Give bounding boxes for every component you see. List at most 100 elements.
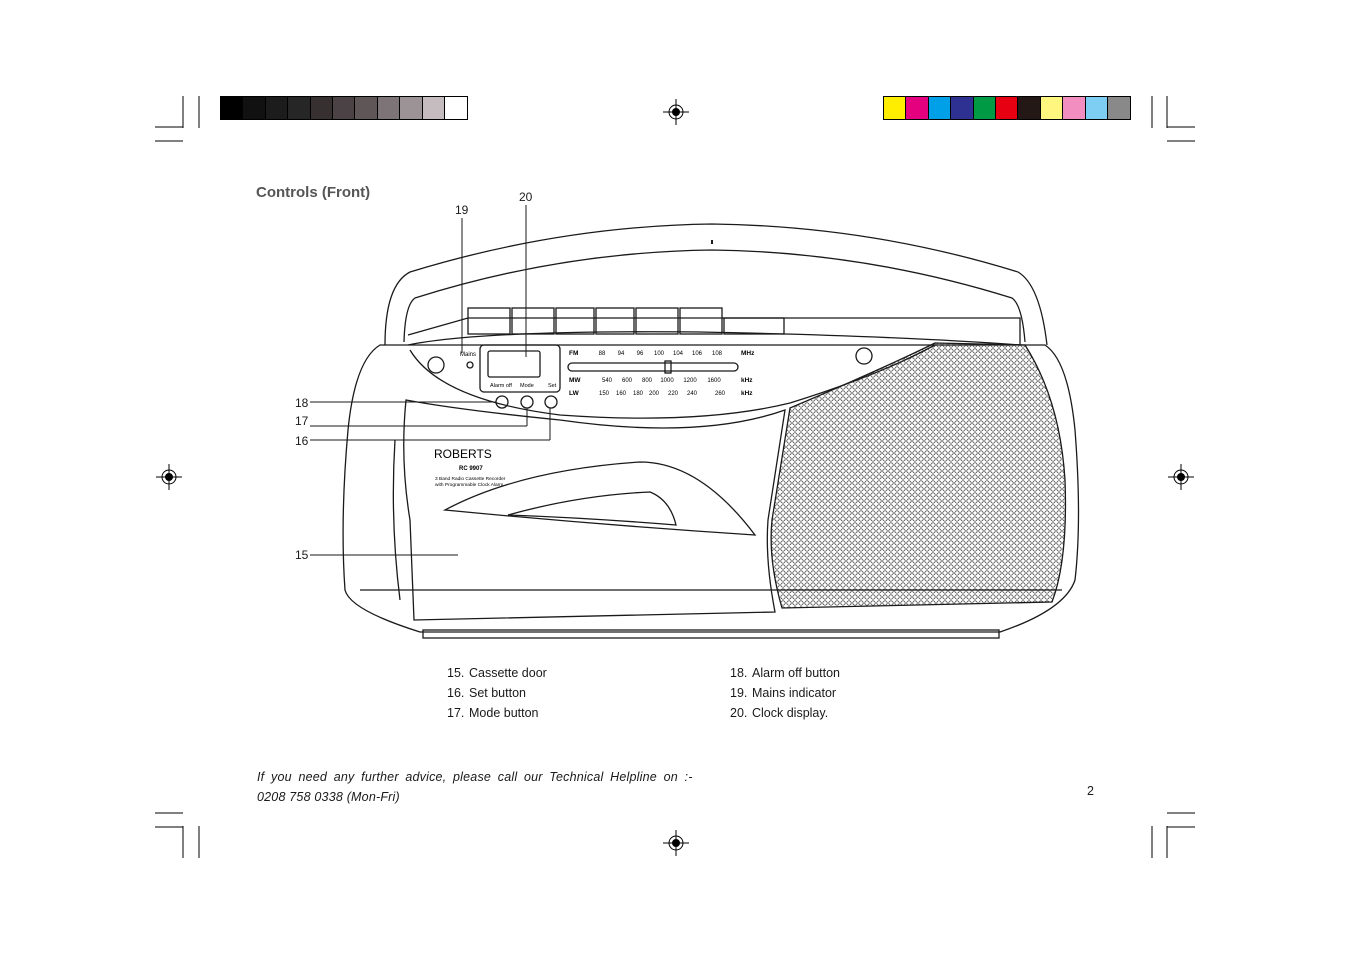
callout-17: 17 — [295, 414, 309, 428]
radio-body — [342, 344, 1080, 633]
legend-item-16: 16.Set button — [447, 686, 526, 700]
grayscale-swatch-1 — [243, 97, 266, 119]
deck-keys — [467, 307, 785, 335]
lw-band-label: LW — [569, 390, 580, 397]
alarm-off-label: Alarm off — [490, 383, 512, 389]
color-swatch-6 — [1018, 97, 1041, 119]
fm-tick-108: 108 — [712, 351, 723, 357]
color-swatch-8 — [1063, 97, 1086, 119]
mw-tick-1200: 1200 — [683, 378, 697, 384]
color-swatch-3 — [951, 97, 974, 119]
callout-19: 19 — [455, 203, 469, 217]
grayscale-swatch-7 — [377, 97, 401, 119]
registration-mark-top — [663, 99, 689, 125]
clock-display — [487, 350, 541, 378]
mw-tick-800: 800 — [642, 378, 653, 384]
lw-tick-150: 150 — [599, 391, 610, 397]
lw-unit-label: kHz — [741, 390, 753, 397]
model-label: RC 9907 — [459, 466, 483, 472]
lw-tick-260: 260 — [715, 391, 726, 397]
page-heading: Controls (Front) — [256, 184, 371, 201]
cassette-window — [442, 461, 757, 536]
speaker-grille — [770, 342, 1067, 609]
grayscale-swatch-2 — [265, 97, 289, 119]
mw-tick-1600: 1600 — [707, 378, 721, 384]
registration-mark-left — [156, 464, 182, 490]
mode-button-shape — [520, 395, 534, 409]
description-line-1: 3 Band Radio Cassette Recorder — [435, 476, 506, 482]
fm-tick-106: 106 — [692, 351, 703, 357]
mw-tick-1000: 1000 — [660, 378, 674, 384]
color-swatch-10 — [1107, 97, 1131, 119]
grayscale-bar — [220, 96, 469, 120]
grayscale-swatch-3 — [288, 97, 311, 119]
fm-tick-100: 100 — [654, 351, 665, 357]
left-knob — [427, 356, 445, 374]
color-swatch-4 — [973, 97, 996, 119]
mw-tick-540: 540 — [602, 378, 613, 384]
color-swatch-0 — [884, 97, 907, 119]
legend-item-19: 19.Mains indicator — [730, 686, 837, 700]
lw-tick-220: 220 — [668, 391, 679, 397]
legend-item-18: 18.Alarm off button — [730, 666, 841, 680]
grayscale-swatch-5 — [332, 97, 356, 119]
tuning-pointer — [664, 360, 672, 374]
grayscale-swatch-6 — [355, 97, 378, 119]
fm-band-label: FM — [569, 350, 578, 357]
color-swatch-5 — [995, 97, 1019, 119]
mode-label: Mode — [520, 383, 534, 389]
callout-15: 15 — [295, 548, 309, 562]
set-button-shape — [544, 395, 558, 409]
callout-16: 16 — [295, 434, 309, 448]
mains-indicator-led — [466, 361, 474, 369]
clock-panel — [479, 344, 561, 393]
legend-item-17: 17.Mode button — [447, 706, 539, 720]
brand-logo: ROBERTS — [434, 447, 492, 461]
mw-unit-label: kHz — [741, 377, 753, 384]
color-swatch-9 — [1085, 97, 1108, 119]
callout-lines — [310, 205, 551, 556]
set-label: Set — [548, 383, 557, 389]
mains-label: Mains — [460, 352, 476, 358]
color-bar — [883, 96, 1132, 120]
callout-20: 20 — [519, 190, 533, 204]
fm-tick-94: 94 — [618, 351, 625, 357]
fm-unit-label: MHz — [741, 350, 755, 357]
legend-item-20: 20.Clock display. — [730, 706, 829, 720]
right-knob — [855, 347, 873, 365]
lw-tick-180: 180 — [633, 391, 644, 397]
page-number: 2 — [1087, 784, 1094, 798]
grayscale-swatch-4 — [310, 97, 333, 119]
fm-scale-ticks: 88 94 96 100 104 106 108 — [599, 351, 723, 357]
mw-tick-600: 600 — [622, 378, 633, 384]
color-swatch-2 — [928, 97, 952, 119]
color-swatch-7 — [1040, 97, 1064, 119]
grayscale-swatch-0 — [221, 97, 244, 119]
lw-tick-240: 240 — [687, 391, 698, 397]
registration-mark-bottom — [663, 830, 689, 856]
description-line-2: with Programmable Clock Alarm — [435, 482, 503, 488]
tuning-scale — [567, 362, 739, 372]
lw-tick-160: 160 — [616, 391, 627, 397]
cassette-door — [403, 399, 786, 621]
callout-18: 18 — [295, 396, 309, 410]
fm-tick-88: 88 — [599, 351, 606, 357]
mw-scale-ticks: 540 600 800 1000 1200 1600 — [602, 378, 721, 384]
alarm-off-button-shape — [495, 395, 509, 409]
lw-scale-ticks: 150 160 180 200 220 240 260 — [599, 391, 726, 397]
grayscale-swatch-10 — [444, 97, 468, 119]
grayscale-swatch-9 — [422, 97, 445, 119]
helpline-text: If you need any further advice, please c… — [257, 770, 693, 784]
legend-item-15: 15.Cassette door — [447, 666, 547, 680]
fm-tick-96: 96 — [637, 351, 644, 357]
mw-band-label: MW — [569, 377, 581, 384]
lw-tick-200: 200 — [649, 391, 660, 397]
handle — [384, 223, 1048, 346]
radio-base — [422, 629, 1000, 639]
color-swatch-1 — [906, 97, 929, 119]
fm-tick-104: 104 — [673, 351, 684, 357]
grayscale-swatch-8 — [400, 97, 423, 119]
helpline-number: 0208 758 0338 (Mon-Fri) — [257, 790, 400, 804]
